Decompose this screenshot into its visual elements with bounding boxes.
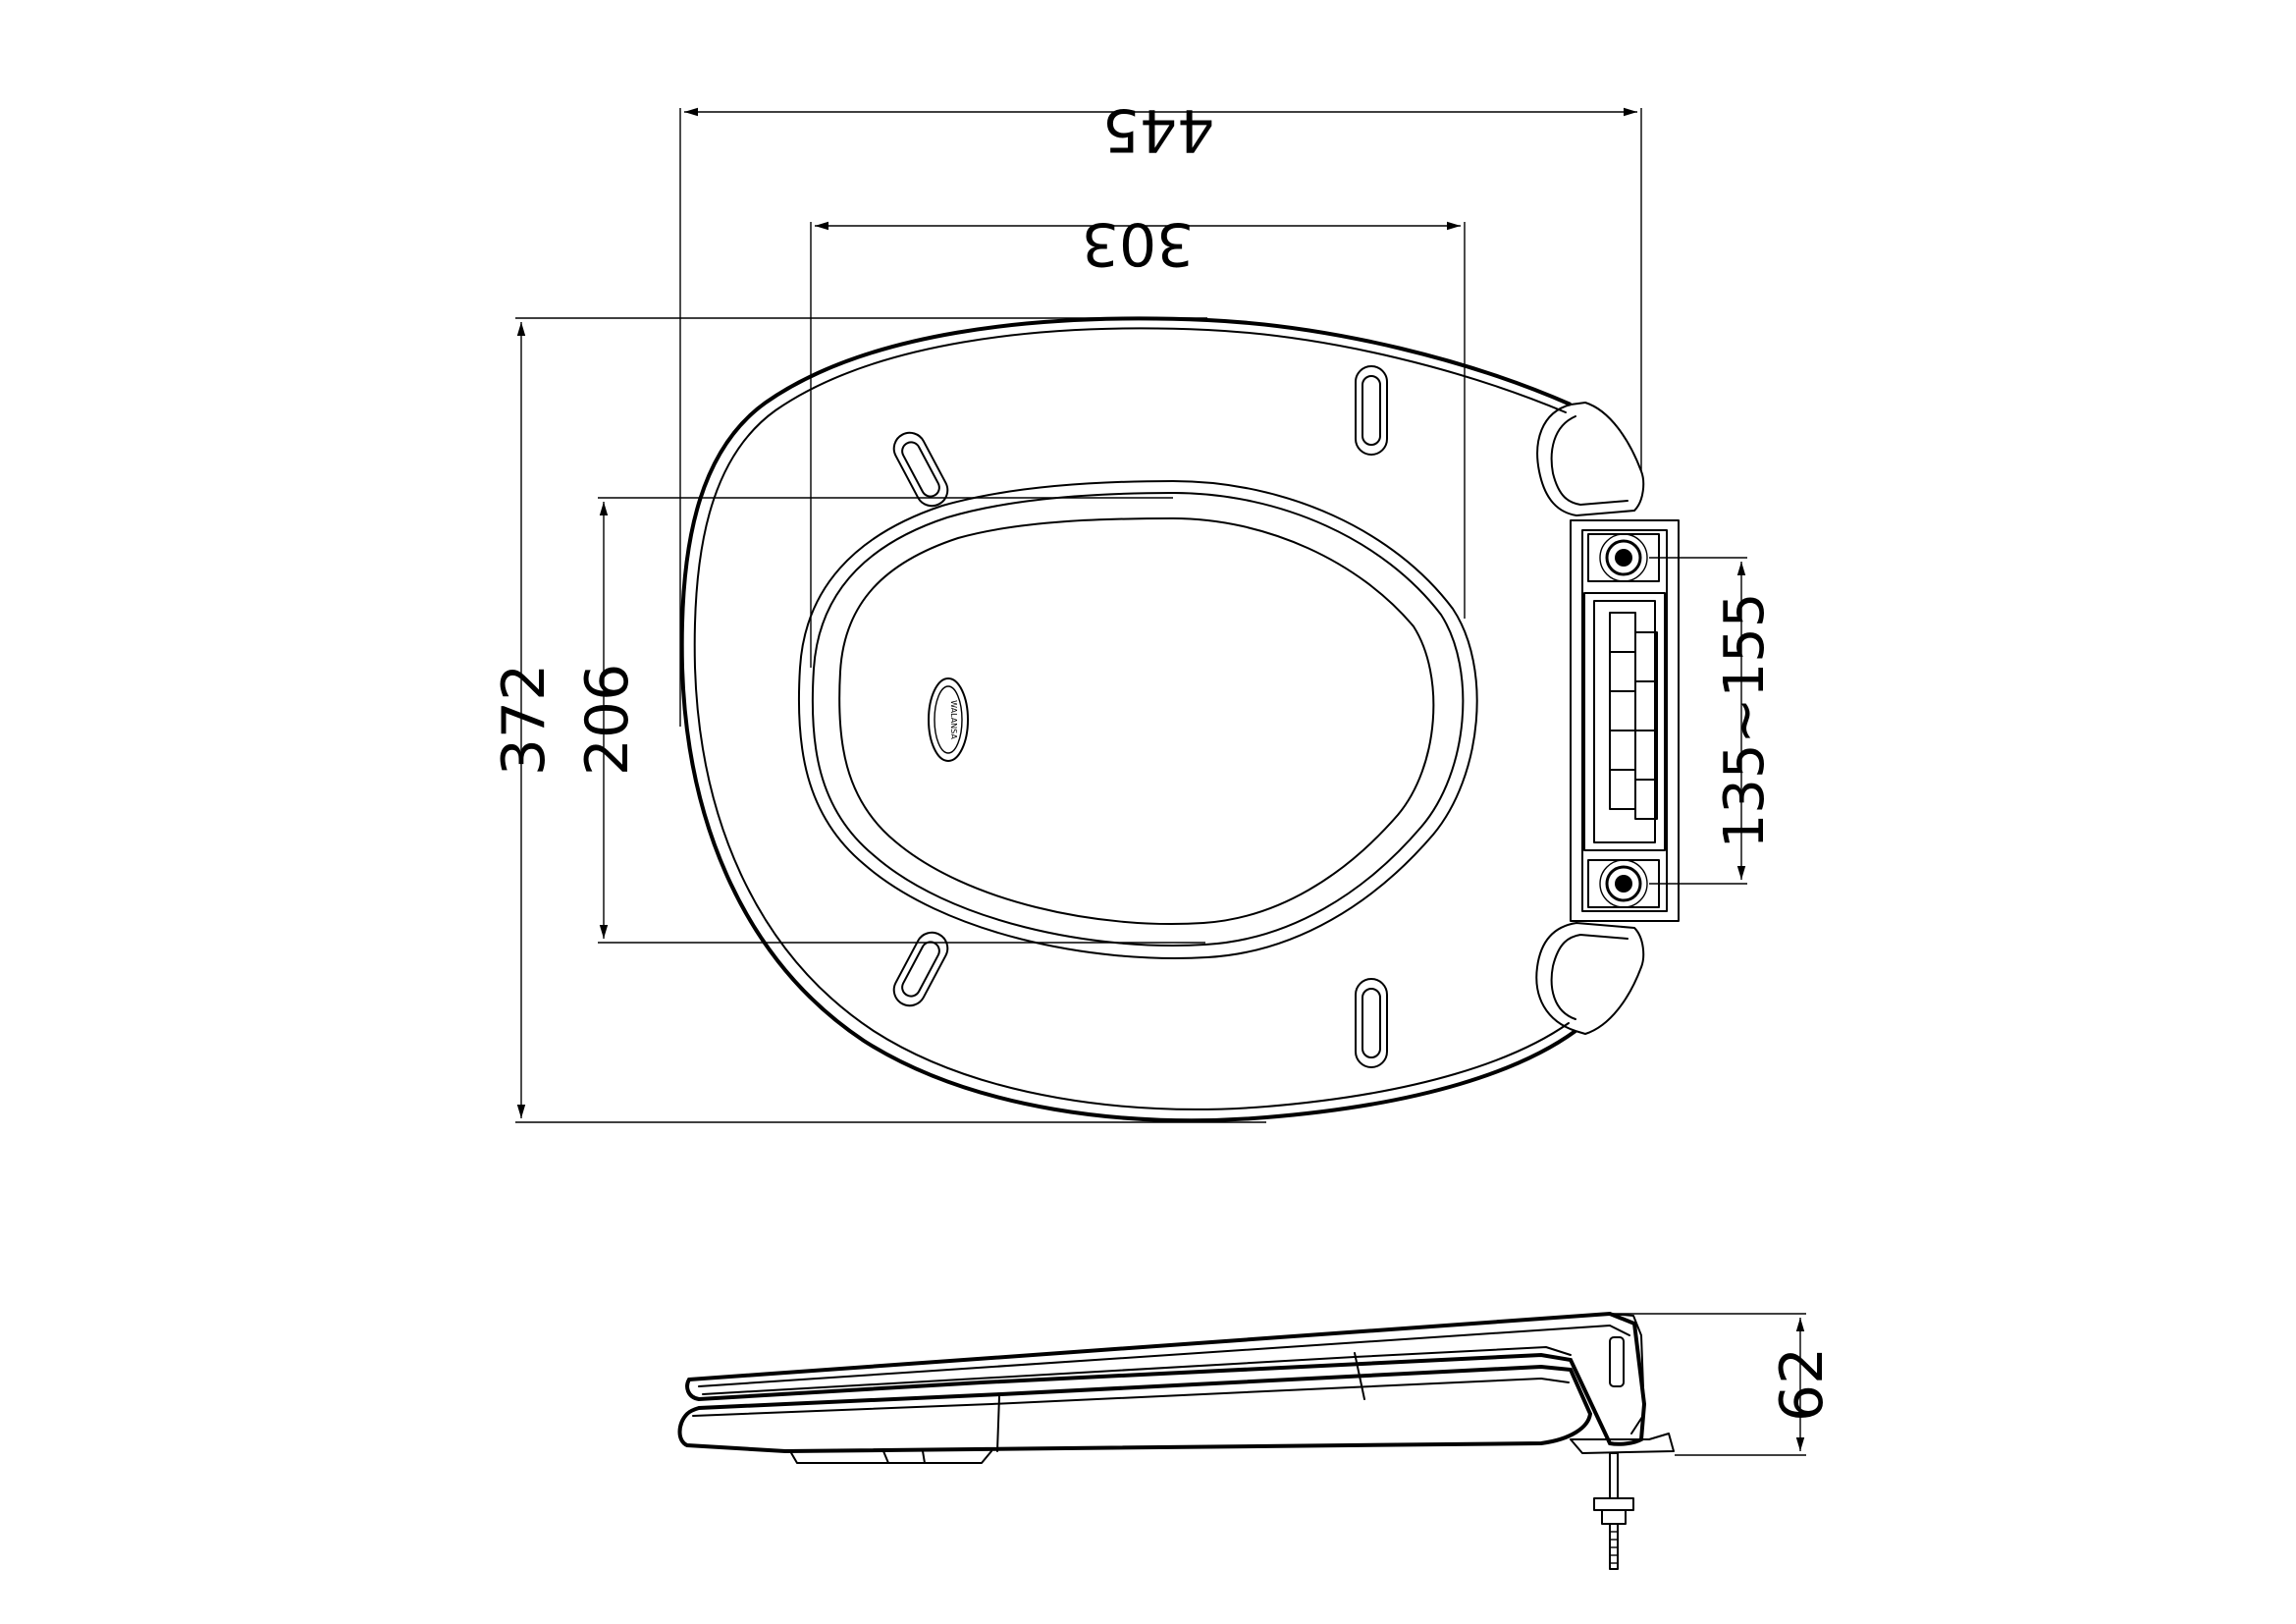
dim-206-label: 206: [573, 664, 642, 777]
lid-inner-line: [698, 1325, 1630, 1387]
bumper-bottom-left: [892, 931, 949, 1007]
hinge-bolt-top: [1599, 533, 1648, 582]
seat-bumper-foot: [789, 1450, 992, 1464]
hinge-plate: [1570, 519, 1680, 922]
bumper-bottom-right: [1355, 978, 1388, 1068]
hinge-grid: [1609, 612, 1658, 820]
logo-oval: [928, 677, 969, 762]
hinge-side-slot: [1609, 1336, 1625, 1387]
seat-opening-outer: [797, 480, 1478, 959]
seat-outer-outline-inner: [693, 327, 1570, 1110]
dim-372-label: 372: [490, 664, 559, 777]
hinge-channel: [1583, 592, 1666, 851]
hinge-channel-inner: [1593, 600, 1656, 843]
hinge-knuckle-bottom: [1535, 922, 1645, 1035]
seat-ring-line: [692, 1378, 1570, 1417]
dim-445-label: 445: [1102, 95, 1215, 164]
logo-text: WALANSA: [949, 700, 958, 739]
seat-ring-seam: [996, 1395, 1000, 1452]
dimension-hinge-spacing: 135~155: [1649, 557, 1777, 885]
logo-oval-inner: [934, 685, 963, 754]
seat-opening-mid: [811, 492, 1465, 947]
dimension-height: 62: [1610, 1313, 1837, 1456]
hinge-side-body: [1609, 1313, 1645, 1435]
dimension-overall-width: 445: [679, 95, 1642, 727]
hinge-bolt-side: [1593, 1452, 1634, 1570]
dim-303-label: 303: [1082, 209, 1195, 278]
seat-outer-outline: [679, 316, 1577, 1123]
dim-62-label: 62: [1768, 1347, 1837, 1422]
lid-bottom-line: [702, 1346, 1572, 1395]
hinge-plate-inner: [1581, 529, 1668, 912]
bumper-top-right: [1355, 365, 1388, 456]
dimension-inner-width: 303: [810, 209, 1466, 668]
hinge-knuckle-bottom-inner: [1550, 934, 1629, 1020]
hinge-base: [1570, 1433, 1675, 1454]
side-view: [677, 1311, 1675, 1570]
hinge-bolt-bottom: [1599, 859, 1648, 908]
dimension-overall-length: 372: [490, 317, 1266, 1123]
bumper-top-left: [892, 431, 949, 508]
hinge-knuckle-top: [1536, 402, 1645, 516]
top-view: WALANSA: [679, 316, 1680, 1123]
hinge-knuckle-top-inner: [1550, 415, 1629, 506]
dim-135-155-label: 135~155: [1713, 593, 1777, 849]
dimension-opening-length: 206: [573, 497, 1205, 944]
seat-opening-inner: [838, 517, 1435, 926]
seat-ring-outline: [677, 1364, 1593, 1454]
